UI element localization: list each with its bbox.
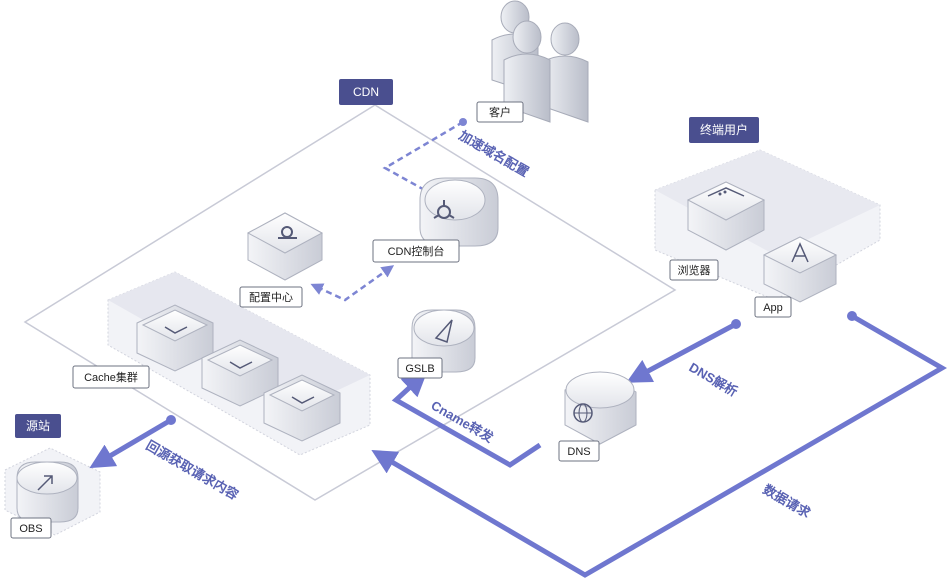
back-to-origin-start-dot <box>166 415 176 425</box>
end-user-tag: 终端用户 <box>700 122 748 137</box>
cache-cluster-label: Cache集群 <box>84 370 138 384</box>
config-center-label: 配置中心 <box>249 291 293 304</box>
upload-arrow-icon <box>16 461 79 523</box>
navigation-icon <box>411 309 476 373</box>
data-request-line <box>371 313 947 578</box>
browser-label-box <box>669 259 719 281</box>
dns-resolve-line <box>626 321 738 383</box>
origin-tag-bg <box>15 414 61 438</box>
gslb-label: GSLB <box>405 363 434 375</box>
obs-label: OBS <box>19 523 42 535</box>
origin-tag: 源站 <box>26 419 50 433</box>
dns-label: DNS <box>567 446 590 458</box>
app-label: App <box>763 302 783 314</box>
globe-icon <box>564 371 637 445</box>
domain-config-line <box>382 120 464 196</box>
console-hub-icon <box>419 177 499 247</box>
config-center-label-box <box>239 286 303 308</box>
data-request-start-dot <box>847 311 857 321</box>
browser-window-icon <box>686 181 766 251</box>
console-config-line <box>310 265 395 302</box>
app-store-icon <box>762 236 838 303</box>
browser-label: 浏览器 <box>678 263 711 277</box>
hexagon-server-icon <box>136 304 341 442</box>
dns-resolve-flow-label: DNS解析 <box>687 360 741 400</box>
data-request-flow-label: 数据请求 <box>761 482 814 521</box>
cdn-tag: CDN <box>353 85 379 99</box>
end-user-tag-bg <box>689 117 759 143</box>
obs-label-box <box>10 517 52 539</box>
cdn-console-label-box <box>372 239 460 263</box>
back-to-origin-line <box>89 417 173 469</box>
config-key-icon <box>246 212 324 281</box>
cdn-console-label: CDN控制台 <box>388 244 445 258</box>
domain-config-flow-label: 加速域名配置 <box>456 127 532 179</box>
gslb-label-box <box>397 357 443 379</box>
customer-label: 客户 <box>489 105 511 119</box>
cache-cluster-label-box <box>72 365 150 389</box>
customer-label-box <box>476 101 524 123</box>
dns-label-box <box>558 440 600 462</box>
cdn-tag-bg <box>339 79 393 105</box>
back-to-origin-flow-label: 回源获取请求内容 <box>144 438 242 503</box>
cdn-boundary <box>23 104 677 501</box>
cname-forward-line <box>391 371 542 468</box>
app-label-box <box>754 296 792 318</box>
domain-config-start-dot <box>459 118 467 126</box>
dns-resolve-start-dot <box>731 319 741 329</box>
user-group-icon <box>491 0 589 123</box>
